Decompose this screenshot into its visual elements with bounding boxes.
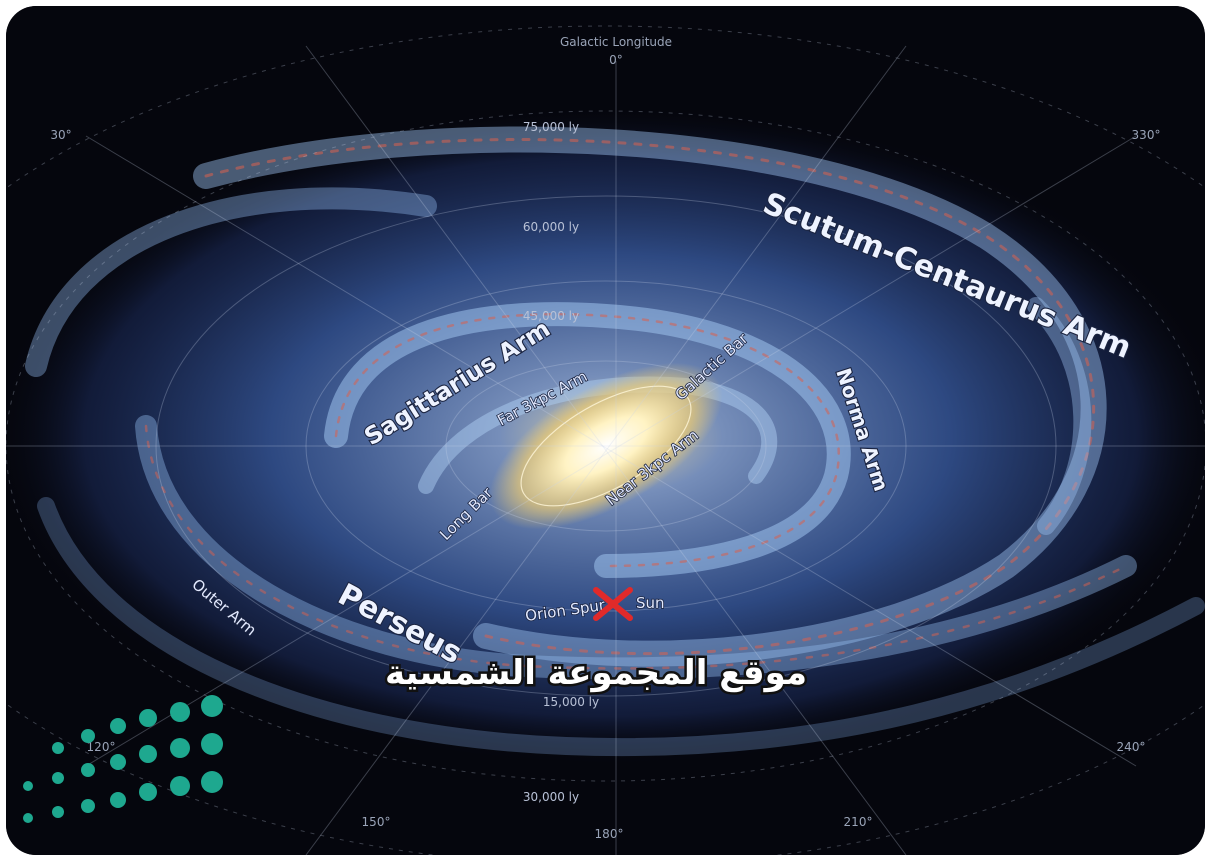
- coordinate-grid: [6, 25, 1205, 855]
- longitude-label-240: 240°: [1117, 740, 1146, 754]
- longitude-label-0: 0°: [609, 53, 623, 67]
- longitude-label-150: 150°: [362, 815, 391, 829]
- longitude-label-30: 30°: [50, 128, 71, 142]
- spiral-arms: [25, 126, 1205, 757]
- distance-label-45000: 45,000 ly: [523, 309, 579, 323]
- caption-solar-system-location: موقع المجموعة الشمسية: [385, 653, 807, 693]
- longitude-label-180: 180°: [595, 827, 624, 841]
- distance-label-60000: 60,000 ly: [523, 220, 579, 234]
- galactic-bar-outline: [520, 385, 692, 507]
- distance-label-75000: 75,000 ly: [523, 120, 579, 134]
- galaxy-image-panel: Galactic Longitude 0° 30° 330° 120° 150°…: [6, 6, 1205, 855]
- galactic-core: [489, 362, 723, 530]
- longitude-label-330: 330°: [1132, 128, 1161, 142]
- milky-way-map: Galactic Longitude 0° 30° 330° 120° 150°…: [6, 6, 1205, 855]
- longitude-label-210: 210°: [844, 815, 873, 829]
- sun-label: Sun: [636, 594, 665, 612]
- longitude-label-120: 120°: [87, 740, 116, 754]
- axis-title: Galactic Longitude: [560, 35, 672, 49]
- distance-label-15000: 15,000 ly: [543, 695, 599, 709]
- distance-label-30000: 30,000 ly: [523, 790, 579, 804]
- x-mark-icon: [593, 587, 633, 621]
- ministry-logo-dots-icon: [23, 695, 223, 823]
